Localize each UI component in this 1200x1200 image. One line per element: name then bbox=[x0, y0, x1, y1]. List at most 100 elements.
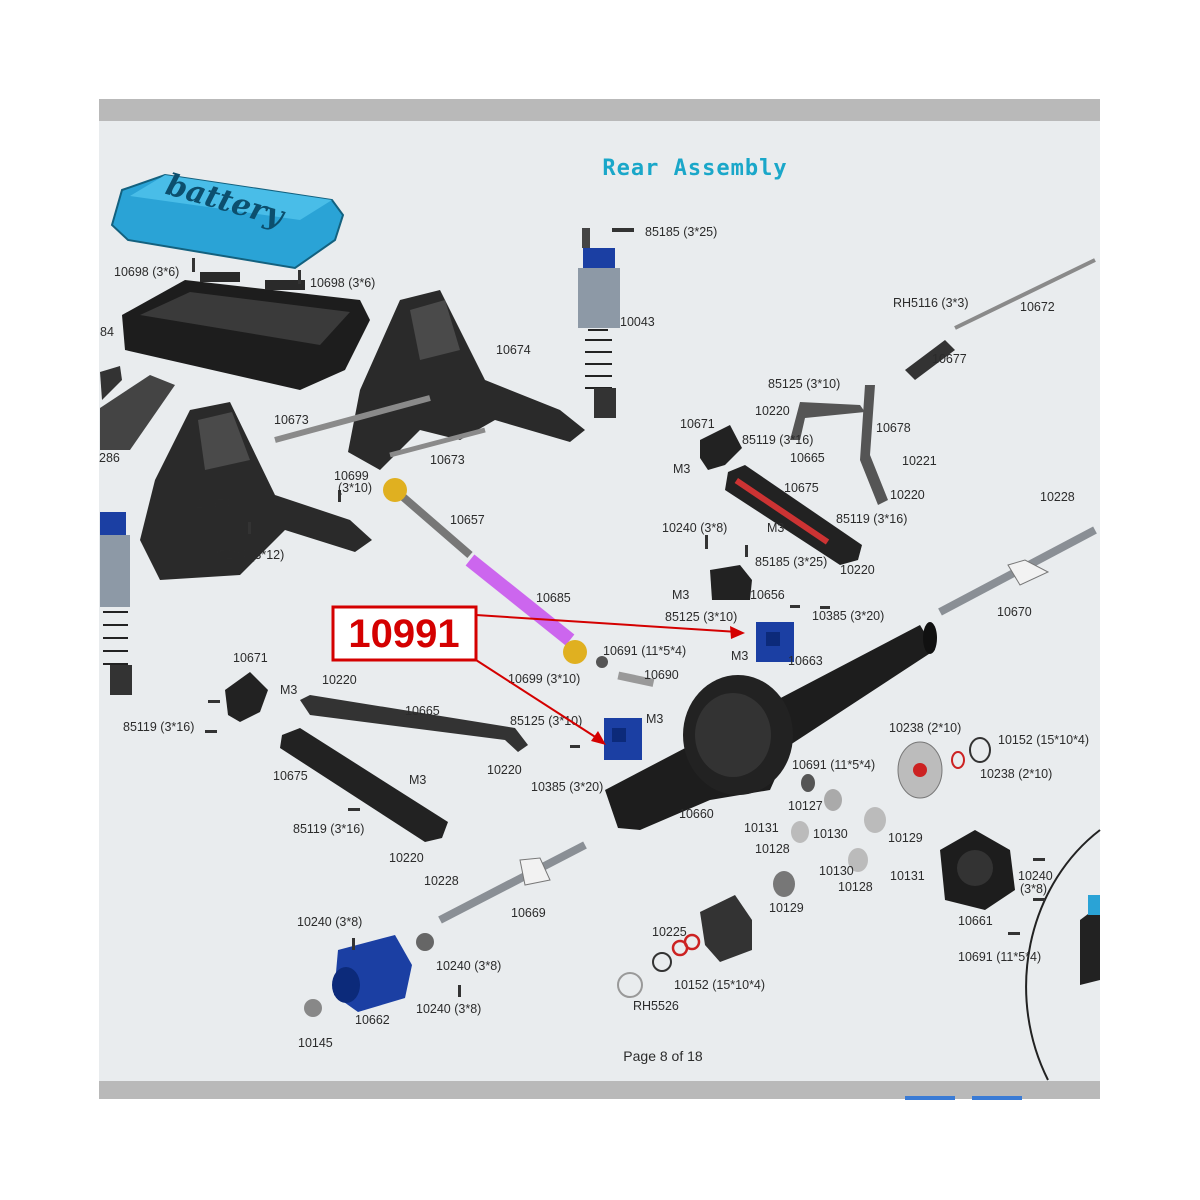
axle-housing-10660 bbox=[605, 622, 937, 830]
battery-tray-part bbox=[122, 272, 370, 390]
part-label: 10240 (3*8) bbox=[416, 1002, 481, 1016]
bracket-10656 bbox=[710, 565, 752, 600]
part-label: 10674 bbox=[496, 343, 531, 357]
part-label: 85119 (3*16) bbox=[836, 512, 907, 526]
part-label: 10145 bbox=[298, 1036, 333, 1050]
link-10665-upper bbox=[790, 402, 865, 440]
part-label: 10671 bbox=[233, 651, 268, 665]
part-label: 85125 (3*10) bbox=[768, 377, 840, 391]
part-label: 10127 bbox=[788, 799, 823, 813]
part-label: 10698 (3*6) bbox=[114, 265, 179, 279]
callout-arrow-upper bbox=[475, 614, 739, 633]
part-label: 10657 bbox=[450, 513, 485, 527]
mount-lower bbox=[604, 718, 642, 760]
axle-shaft-10670 bbox=[938, 526, 1097, 616]
shock-absorber-left bbox=[100, 512, 132, 695]
part-label: 10669 bbox=[511, 906, 546, 920]
part-label: 10661 bbox=[958, 914, 993, 928]
part-label: 10131 bbox=[744, 821, 779, 835]
part-label: 10240 bbox=[1018, 869, 1053, 883]
part-label: 10240 (3*8) bbox=[662, 521, 727, 535]
part-label: 10673 bbox=[274, 413, 309, 427]
part-label: 10385 (3*20) bbox=[812, 609, 884, 623]
axle-shaft-10669 bbox=[438, 841, 587, 924]
part-label: 10130 bbox=[813, 827, 848, 841]
bracket-10671-upper bbox=[700, 425, 742, 470]
part-label: 10691 (11*5*4) bbox=[603, 644, 686, 658]
callout-box bbox=[331, 605, 478, 662]
part-label: 10699 (3*10) bbox=[508, 672, 580, 686]
part-label: 286 bbox=[99, 451, 120, 465]
part-label: 10656 bbox=[750, 588, 785, 602]
part-label: 84 bbox=[100, 325, 114, 339]
shock-tower-upper bbox=[348, 290, 585, 470]
part-label: 85185 (3*25) bbox=[755, 555, 827, 569]
part-label: 10665 bbox=[790, 451, 825, 465]
part-label: 10699 bbox=[334, 469, 369, 483]
rod-10672 bbox=[954, 258, 1096, 330]
part-label: 85125 (3*10) bbox=[665, 610, 737, 624]
part-label: M3 bbox=[409, 773, 426, 787]
wheel-outline bbox=[1025, 829, 1101, 1081]
frame-bottom-bar bbox=[99, 1081, 1100, 1099]
part-label: 10129 bbox=[769, 901, 804, 915]
screws bbox=[192, 228, 1045, 997]
part-label: 10663 bbox=[788, 654, 823, 668]
part-label: 10675 bbox=[784, 481, 819, 495]
part-label: 10675 bbox=[273, 769, 308, 783]
part-label: 10672 bbox=[1020, 300, 1055, 314]
callout-arrow-lower bbox=[475, 659, 601, 741]
ring-gear bbox=[897, 737, 991, 799]
part-label: 10677 bbox=[932, 352, 967, 366]
page-indicator: Page 8 of 18 bbox=[623, 1048, 703, 1064]
part-label: 10228 bbox=[1040, 490, 1075, 504]
part-label: 10220 bbox=[755, 404, 790, 418]
part-label: 10385 (3*20) bbox=[531, 780, 603, 794]
part-label: 10152 (15*10*4) bbox=[998, 733, 1089, 747]
hub-carrier-10662 bbox=[304, 933, 434, 1017]
part-label: 10228 bbox=[424, 874, 459, 888]
part-label: 10220 bbox=[890, 488, 925, 502]
callout-part-number: 10991 bbox=[348, 612, 459, 656]
part-label: 85119 (3*16) bbox=[123, 720, 194, 734]
part-label: M3 bbox=[672, 588, 689, 602]
part-label: 10670 bbox=[997, 605, 1032, 619]
part-label: 10225 bbox=[652, 925, 687, 939]
part-label: M3 bbox=[280, 683, 297, 697]
part-label: 10238 (2*10) bbox=[980, 767, 1052, 781]
strap-parts bbox=[100, 366, 175, 450]
part-label: 10238 (2*10) bbox=[889, 721, 961, 735]
part-label: 10671 bbox=[680, 417, 715, 431]
part-label: 10662 bbox=[355, 1013, 390, 1027]
part-label: 10131 bbox=[890, 869, 925, 883]
part-label: 10240 (3*8) bbox=[297, 915, 362, 929]
part-label: M3 bbox=[673, 462, 690, 476]
bracket-10671-lower bbox=[225, 672, 268, 722]
part-label: 10240 (3*8) bbox=[436, 959, 501, 973]
part-10677 bbox=[905, 340, 955, 380]
part-label: 85119 (3*16) bbox=[293, 822, 364, 836]
shock-absorber-10043 bbox=[578, 228, 620, 418]
part-label: 10674 bbox=[196, 497, 231, 511]
diff-gears bbox=[773, 774, 886, 897]
link-rod-10673 bbox=[274, 395, 431, 443]
part-label: 10220 bbox=[487, 763, 522, 777]
part-label: 10220 bbox=[840, 563, 875, 577]
shock-tower-lower bbox=[140, 402, 372, 580]
part-label: 85184 (3*12) bbox=[212, 548, 284, 562]
part-label: 10660 bbox=[679, 807, 714, 821]
part-label: RH5116 (3*3) bbox=[893, 296, 969, 310]
part-labels: 85185 (3*25) 10698 (3*6) 10698 (3*6) 100… bbox=[99, 225, 1089, 1050]
part-label: 10043 bbox=[620, 315, 655, 329]
part-label: 10221 bbox=[902, 454, 937, 468]
diagram-title: Rear Assembly bbox=[602, 156, 787, 181]
part-label: (3*10) bbox=[338, 481, 372, 495]
part-label: 10691 (11*5*4) bbox=[792, 758, 875, 772]
part-label: M3 bbox=[646, 712, 663, 726]
part-label: 10678 bbox=[876, 421, 911, 435]
center-drive-shaft bbox=[383, 478, 608, 668]
part-label: 85185 (3*25) bbox=[645, 225, 717, 239]
part-label: (3*8) bbox=[1020, 882, 1047, 896]
diff-cover-10661 bbox=[940, 830, 1015, 910]
